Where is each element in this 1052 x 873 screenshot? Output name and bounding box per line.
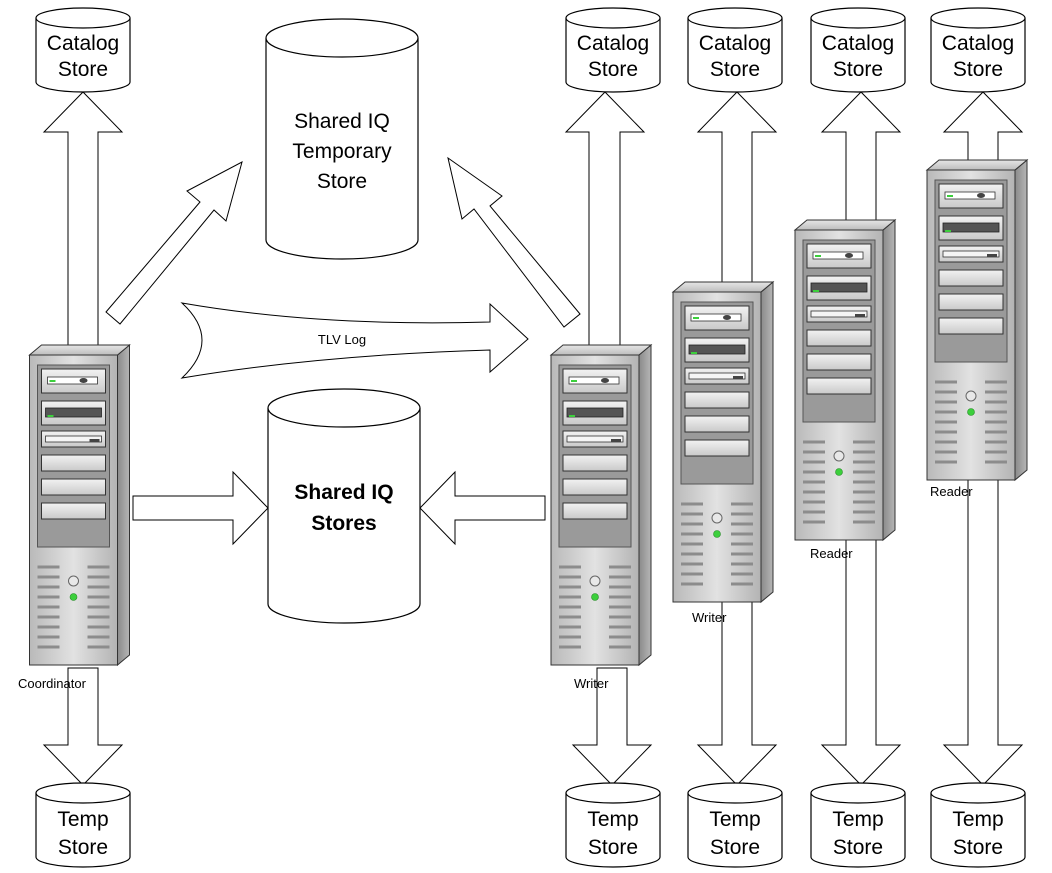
store-label-line2: Store: [58, 836, 108, 859]
arrow-writer-to-shared-stores: [419, 470, 546, 546]
server-label-reader-1: Reader: [810, 546, 853, 561]
server-writer-1: [549, 343, 653, 667]
arrow-coordinator-to-shared-stores: [132, 470, 269, 546]
store-label-line1: Temp: [587, 808, 638, 831]
shared-iq-temporary-store: Shared IQ Temporary Store: [265, 18, 419, 260]
store-label-line2: Store: [588, 836, 638, 859]
store-label-line2: Store: [710, 836, 760, 859]
shared-iq-stores: Shared IQ Stores: [267, 388, 421, 624]
server-icon: [30, 345, 130, 665]
arrow-coordinator-to-temp: [42, 667, 124, 786]
store-label-line1: Temp: [709, 808, 760, 831]
server-reader-1: [793, 218, 897, 542]
server-label-writer-1: Writer: [574, 676, 609, 691]
arrow-reader2-to-temp: [942, 477, 1024, 786]
server-label-reader-2: Reader: [930, 484, 973, 499]
store-label-line2: Store: [588, 58, 638, 81]
arrow-writer1-to-catalog: [564, 91, 646, 363]
catalog-store-writer-1: Catalog Store: [565, 7, 661, 93]
arrow-reader1-to-catalog: [820, 91, 902, 239]
store-label-line2: Store: [833, 836, 883, 859]
shared-temp-label-line2: Temporary: [292, 140, 392, 163]
store-label-line1: Catalog: [699, 32, 771, 55]
server-icon: [927, 160, 1027, 480]
arrow-coordinator-to-catalog: [42, 91, 124, 366]
temp-store-reader-2: Temp Store: [930, 782, 1026, 868]
store-label-line1: Temp: [952, 808, 1003, 831]
store-label-line2: Store: [953, 58, 1003, 81]
shared-stores-label-line2: Stores: [311, 512, 376, 535]
shared-temp-label-line1: Shared IQ: [294, 110, 390, 133]
arrow-writer2-to-catalog: [696, 91, 778, 301]
tlv-log-label: TLV Log: [318, 332, 366, 347]
temp-store-writer-2: Temp Store: [687, 782, 783, 868]
server-label-coordinator: Coordinator: [18, 676, 87, 691]
catalog-store-coordinator: Catalog Store: [35, 7, 131, 93]
store-label-line1: Catalog: [577, 32, 649, 55]
store-label-line2: Store: [953, 836, 1003, 859]
server-writer-2: [671, 280, 775, 604]
store-label-line1: Catalog: [822, 32, 894, 55]
arrow-writer1-to-temp: [571, 667, 653, 786]
store-label-line1: Temp: [832, 808, 883, 831]
catalog-store-writer-2: Catalog Store: [687, 7, 783, 93]
temp-store-coordinator: Temp Store: [35, 782, 131, 868]
server-icon: [793, 218, 897, 542]
temp-store-writer-1: Temp Store: [565, 782, 661, 868]
temp-store-reader-1: Temp Store: [810, 782, 906, 868]
store-label-line1: Temp: [57, 808, 108, 831]
store-label-line1: Catalog: [942, 32, 1014, 55]
server-icon: [671, 280, 775, 604]
arrow-writer2-to-temp: [696, 599, 778, 786]
store-label-line2: Store: [710, 58, 760, 81]
arrow-writer-to-shared-temp: [447, 156, 581, 328]
server-icon: [549, 343, 653, 667]
arrow-coordinator-to-shared-temp: [105, 161, 243, 325]
tlv-log-arrow: [180, 302, 529, 379]
store-label-line1: Catalog: [47, 32, 119, 55]
shared-temp-label-line3: Store: [317, 170, 367, 193]
store-label-line2: Store: [58, 58, 108, 81]
store-label-line2: Store: [833, 58, 883, 81]
shared-stores-label-line1: Shared IQ: [294, 481, 393, 504]
arrow-reader1-to-temp: [820, 539, 902, 786]
catalog-store-reader-1: Catalog Store: [810, 7, 906, 93]
server-reader-2: [927, 160, 1027, 480]
server-coordinator: [30, 345, 130, 665]
catalog-store-reader-2: Catalog Store: [930, 7, 1026, 93]
server-label-writer-2: Writer: [692, 610, 727, 625]
